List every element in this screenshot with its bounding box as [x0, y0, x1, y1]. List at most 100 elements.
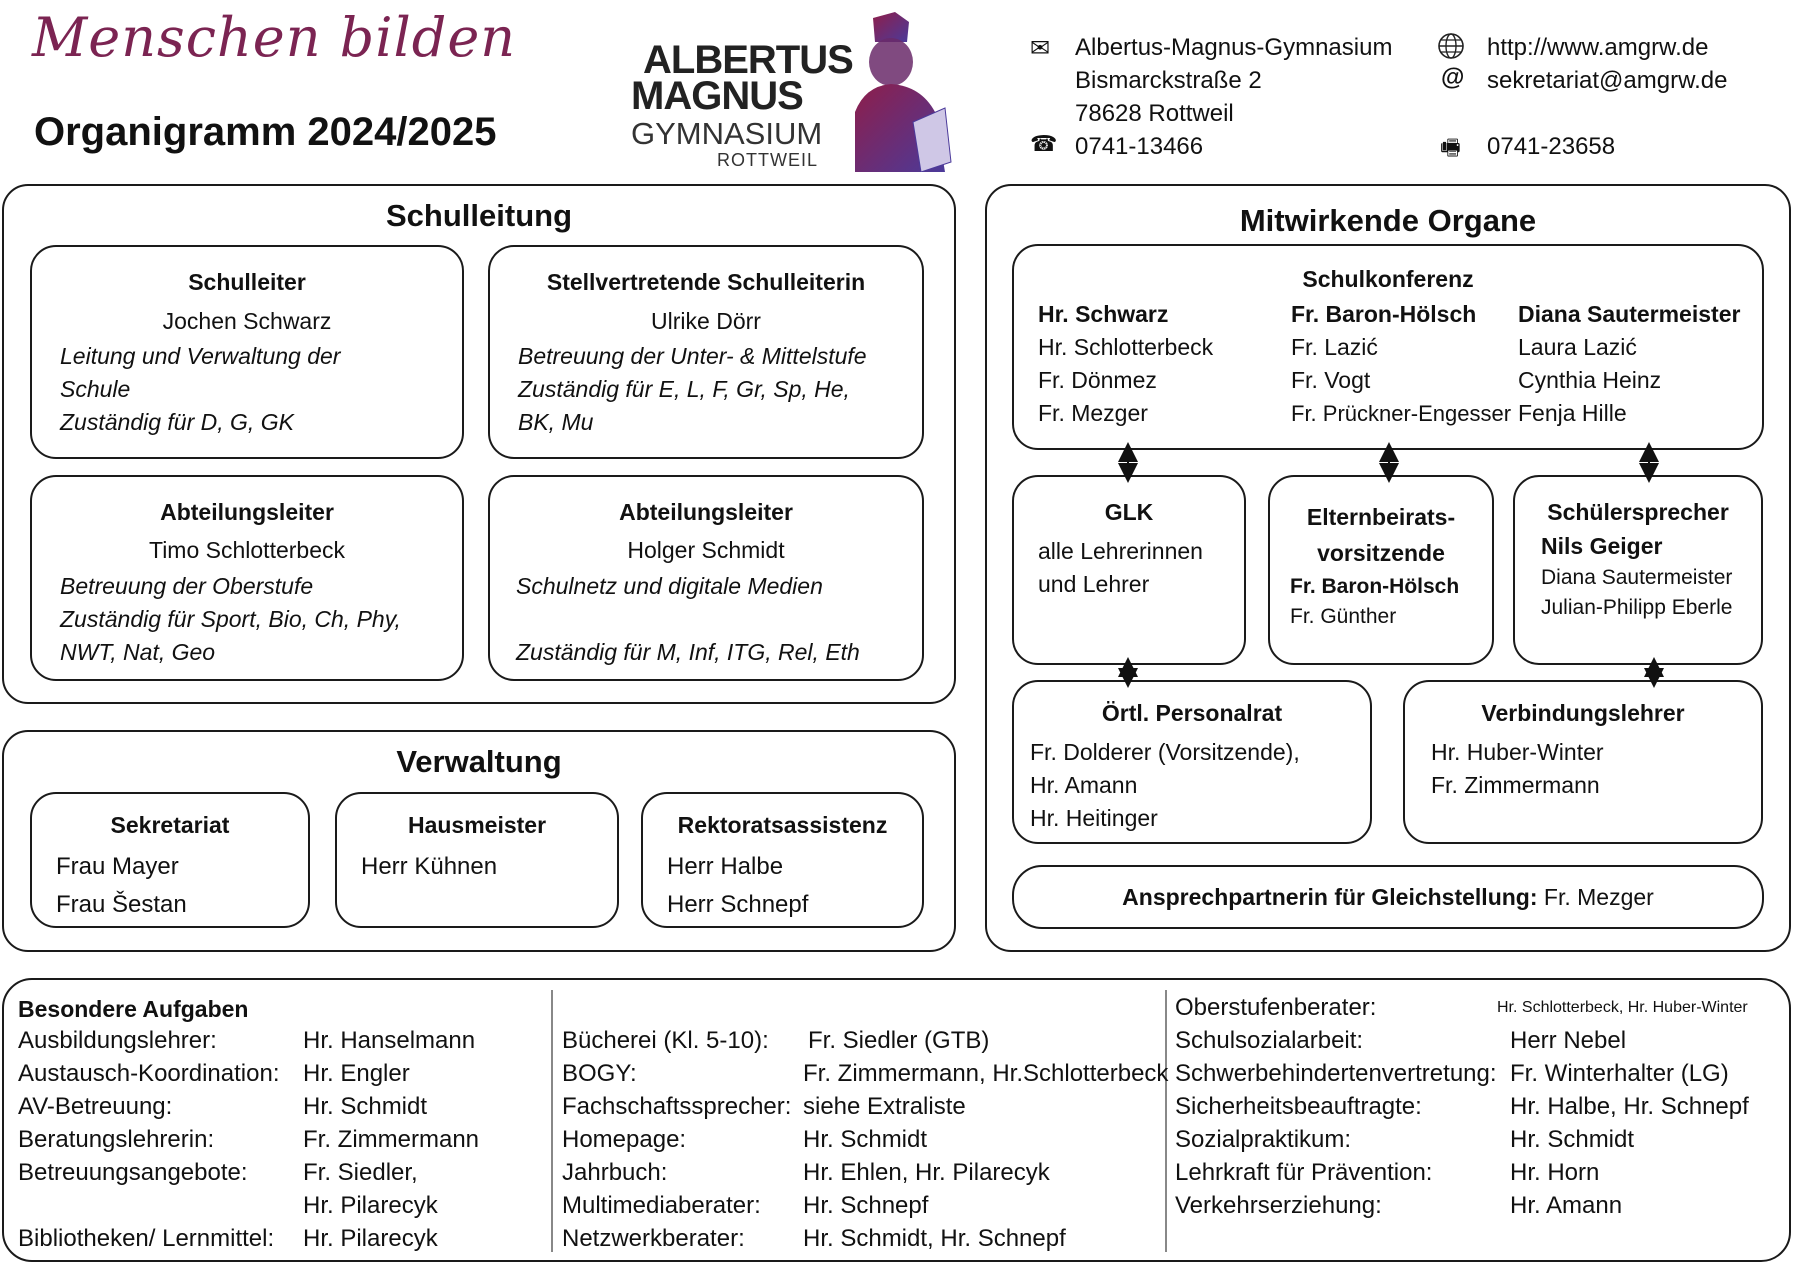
glk-text: alle Lehrerinnen und Lehrer	[1038, 535, 1203, 601]
task-label: Jahrbuch:	[562, 1159, 668, 1186]
schulkonferenz-column: Fr. Baron-Hölsch Fr. Lazić Fr. Vogt Fr. …	[1291, 298, 1511, 430]
member-name: Fr. Dönmez	[1038, 367, 1157, 393]
task-value: Hr. Schlotterbeck, Hr. Huber-Winter	[1497, 999, 1748, 1016]
person-name: Herr Schnepf	[667, 891, 809, 918]
schulkonferenz-column: Hr. Schwarz Hr. Schlotterbeck Fr. Dönmez…	[1038, 298, 1213, 430]
responsibility-line: Betreuung der Unter- & Mittelstufe	[518, 343, 867, 369]
email-link[interactable]: sekretariat@amgrw.de	[1487, 67, 1728, 94]
responsibility-line: Leitung und Verwaltung der	[60, 343, 341, 369]
member-name: Fenja Hille	[1518, 400, 1627, 426]
verwaltung-title: Verwaltung	[396, 744, 562, 779]
task-value: Fr. Winterhalter (LG)	[1510, 1060, 1729, 1087]
task-value: Hr. Engler	[303, 1060, 410, 1087]
person-name: Timo Schlotterbeck	[149, 537, 345, 563]
address-line: Bismarckstraße 2	[1075, 67, 1262, 94]
column-head: Diana Sautermeister	[1518, 301, 1741, 327]
person-name: Holger Schmidt	[627, 537, 785, 563]
member-name: Hr. Schlotterbeck	[1038, 334, 1214, 360]
sekretariat-card: Sekretariat Frau Mayer Frau Šestan	[30, 792, 310, 928]
member-name: Hr. Huber-Winter	[1431, 739, 1604, 765]
column-divider	[551, 990, 553, 1252]
contact-address: Albertus-Magnus-Gymnasium Bismarckstraße…	[1075, 31, 1392, 163]
card-title: Verbindungslehrer	[1481, 700, 1685, 726]
card-title: Stellvertretende Schulleiterin	[546, 269, 866, 295]
name-list: Frau Mayer Frau Šestan	[56, 848, 187, 924]
globe-icon	[1437, 32, 1465, 66]
hausmeister-card: Hausmeister Herr Kühnen	[335, 792, 619, 928]
task-value: Hr. Schmidt, Hr. Schnepf	[803, 1225, 1066, 1252]
card-title: Hausmeister	[407, 812, 547, 838]
gleichstellung-card: Ansprechpartnerin für Gleichstellung: Fr…	[1012, 865, 1764, 929]
member-name: Fr. Lazić	[1291, 334, 1378, 360]
elternbeirat-card: Elternbeirats- vorsitzende Fr. Baron-Höl…	[1268, 475, 1494, 665]
elternbeirat-members: Fr. Baron-Hölsch Fr. Günther	[1290, 572, 1459, 632]
contact-web: http://www.amgrw.de sekretariat@amgrw.de…	[1487, 31, 1727, 163]
text-line: und Lehrer	[1038, 571, 1150, 597]
task-label: Homepage:	[562, 1126, 687, 1153]
column-divider	[1165, 990, 1167, 1252]
task-label: Beratungslehrerin:	[18, 1126, 215, 1153]
title-line: vorsitzende	[1317, 540, 1445, 566]
logo-text-albertus: ALBERTUS	[643, 38, 854, 82]
verbindungslehrer-members: Hr. Huber-Winter Fr. Zimmermann	[1431, 736, 1604, 802]
task-label: Schwerbehindertenvertretung:	[1175, 1060, 1497, 1087]
besondere-title: Besondere Aufgaben	[18, 996, 249, 1022]
member-name: Fr. Zimmermann	[1431, 772, 1600, 798]
person-name: Frau Mayer	[56, 853, 179, 880]
task-value: Hr. Pilarecyk	[303, 1225, 438, 1252]
besondere-aufgaben-panel	[2, 978, 1791, 1262]
task-value: Hr. Ehlen, Hr. Pilarecyk	[803, 1159, 1050, 1186]
website-link[interactable]: http://www.amgrw.de	[1487, 34, 1709, 61]
card-title: Elternbeirats- vorsitzende	[1270, 499, 1492, 571]
schulkonferenz-card: Schulkonferenz Hr. Schwarz Hr. Schlotter…	[1012, 244, 1764, 450]
member-name: Julian-Philipp Eberle	[1541, 596, 1733, 619]
address-line: 78628 Rottweil	[1075, 100, 1234, 127]
member-name: Fr. Prückner-Engesser	[1291, 401, 1512, 426]
task-value: Hr. Horn	[1510, 1159, 1600, 1186]
task-label: Multimediaberater:	[562, 1192, 761, 1219]
member-name: Fr. Günther	[1290, 605, 1397, 628]
schulleiter-card: Schulleiter Jochen Schwarz Leitung und V…	[30, 245, 464, 459]
task-value: Hr. Halbe, Hr. Schnepf	[1510, 1093, 1749, 1120]
task-label: Austausch-Koordination:	[18, 1060, 280, 1087]
schuelersprecher-members: Nils Geiger Diana Sautermeister Julian-P…	[1541, 529, 1732, 623]
member-name: Cynthia Heinz	[1518, 367, 1662, 393]
responsibility-line: BK, Mu	[518, 409, 594, 435]
fax-icon: 🖷	[1440, 135, 1461, 160]
card-title: GLK	[1104, 499, 1154, 525]
at-icon: @	[1441, 64, 1465, 91]
task-label: Bibliotheken/ Lernmittel:	[18, 1225, 275, 1252]
person-name: Herr Halbe	[667, 853, 784, 880]
task-label: Netzwerkberater:	[562, 1225, 745, 1252]
schulleitung-title: Schulleitung	[386, 198, 572, 233]
personalrat-members: Fr. Dolderer (Vorsitzende), Hr. Amann Hr…	[1030, 736, 1300, 835]
task-label: Sicherheitsbeauftragte:	[1175, 1093, 1422, 1120]
motto: Menschen bilden	[32, 6, 517, 69]
person-name: Frau Šestan	[56, 891, 187, 918]
person-name: Herr Kühnen	[361, 853, 498, 880]
card-title: Sekretariat	[110, 812, 230, 838]
stellvertretung-card: Stellvertretende Schulleiterin Ulrike Dö…	[488, 245, 924, 459]
person-name: Jochen Schwarz	[162, 308, 332, 334]
responsibility-line: Betreuung der Oberstufe	[60, 573, 314, 599]
mitwirkende-title: Mitwirkende Organe	[1239, 203, 1537, 238]
page-title: Organigramm 2024/2025	[34, 110, 497, 154]
name-list: Herr Halbe Herr Schnepf	[667, 848, 808, 924]
member-head: Fr. Baron-Hölsch	[1290, 575, 1460, 598]
school-logo: ALBERTUS MAGNUS GYMNASIUM ROTTWEIL	[625, 8, 955, 176]
logo-text-magnus: MAGNUS	[631, 74, 804, 118]
task-value: Hr. Hanselmann	[303, 1027, 476, 1054]
task-label: Verkehrserziehung:	[1175, 1192, 1382, 1219]
responsibility-line: Zuständig für M, Inf, ITG, Rel, Eth	[516, 639, 860, 665]
task-label: Schulsozialarbeit:	[1175, 1027, 1364, 1054]
schuelersprecher-card: Schülersprecher Nils Geiger Diana Sauter…	[1513, 475, 1763, 665]
personalrat-card: Örtl. Personalrat Fr. Dolderer (Vorsitze…	[1012, 680, 1372, 844]
abteilungsleiter-card: Abteilungsleiter Holger Schmidt Schulnet…	[488, 475, 924, 681]
task-value: Hr. Schnepf	[803, 1192, 929, 1219]
responsibility-line: Zuständig für Sport, Bio, Ch, Phy,	[60, 606, 401, 632]
task-label: BOGY:	[562, 1060, 637, 1087]
verbindungslehrer-card: Verbindungslehrer Hr. Huber-Winter Fr. Z…	[1403, 680, 1763, 844]
glk-card: GLK alle Lehrerinnen und Lehrer	[1012, 475, 1246, 665]
card-title: Schulkonferenz	[1302, 266, 1474, 292]
task-value: siehe Extraliste	[803, 1093, 966, 1120]
